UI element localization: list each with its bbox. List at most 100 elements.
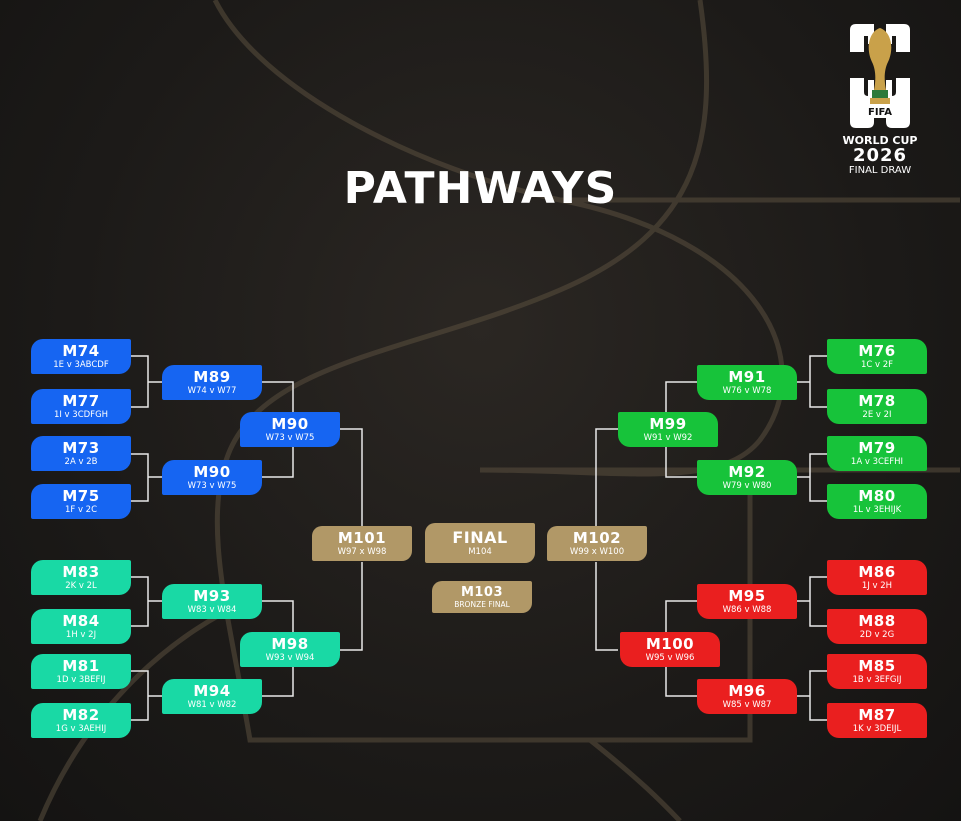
match-code: M96 [728,681,766,700]
fifa-world-cup-logo: FIFA WORLD CUP 2026 FINAL DRAW [840,22,920,176]
match-teams: 1G v 3AEHIJ [55,723,107,734]
match-teams: 1C v 2F [860,359,894,370]
match-teams: 2D v 2G [859,629,895,640]
match-box-m84[interactable]: M84 1H v 2J [31,609,131,644]
match-box-m77[interactable]: M77 1I v 3CDFGH [31,389,131,424]
match-teams: 1A v 3CEFHI [850,456,904,467]
match-code: M83 [62,562,100,581]
match-code: M98 [271,634,309,653]
match-box-m94[interactable]: M94 W81 v W82 [162,679,262,714]
match-box-m93[interactable]: M93 W83 v W84 [162,584,262,619]
match-code: M89 [193,367,231,386]
match-code: M76 [858,341,896,360]
match-code: M78 [858,391,896,410]
match-box-m102[interactable]: M102 W99 x W100 [547,526,647,561]
match-box-m79[interactable]: M79 1A v 3CEFHI [827,436,927,471]
match-box-m101[interactable]: M101 W97 x W98 [312,526,412,561]
match-code: M74 [62,341,100,360]
match-code: M103 [460,584,504,600]
match-teams: W73 v W75 [265,432,315,443]
match-teams: 2A v 2B [64,456,98,467]
match-box-m95[interactable]: M95 W86 v W88 [697,584,797,619]
match-code: M100 [645,634,695,653]
match-code: M95 [728,586,766,605]
match-teams: 1I v 3CDFGH [53,409,109,420]
match-code: M93 [193,586,231,605]
match-box-m89[interactable]: M89 W74 v W77 [162,365,262,400]
match-code: M84 [62,611,100,630]
match-teams: W91 v W92 [643,432,693,443]
match-teams: W73 v W75 [187,480,237,491]
match-box-m96[interactable]: M96 W85 v W87 [697,679,797,714]
match-box-m98[interactable]: M98 W93 v W94 [240,632,340,667]
match-box-m86[interactable]: M86 1J v 2H [827,560,927,595]
match-teams: 1K v 3DEIJL [852,723,902,734]
match-box-m80[interactable]: M80 1L v 3EHIJK [827,484,927,519]
match-teams: W95 v W96 [645,652,695,663]
match-teams: W99 x W100 [569,546,625,557]
match-teams: 2K v 2L [65,580,97,591]
match-code: FINAL [452,527,508,547]
match-box-m88[interactable]: M88 2D v 2G [827,609,927,644]
match-box-m90-lower[interactable]: M90 W73 v W75 [162,460,262,495]
logo-line2: 2026 [852,145,908,166]
match-box-m87[interactable]: M87 1K v 3DEIJL [827,703,927,738]
match-box-m92[interactable]: M92 W79 v W80 [697,460,797,495]
match-box-m75[interactable]: M75 1F v 2C [31,484,131,519]
match-teams: W86 v W88 [722,604,772,615]
match-teams: W93 v W94 [265,652,315,663]
match-teams: W79 v W80 [722,480,772,491]
match-code: M85 [858,656,896,675]
match-code: M73 [62,438,100,457]
match-teams: 1J v 2H [861,580,893,591]
match-code: M86 [858,562,896,581]
match-code: M99 [649,414,687,433]
match-box-m82[interactable]: M82 1G v 3AEHIJ [31,703,131,738]
match-box-m99[interactable]: M99 W91 v W92 [618,412,718,447]
trophy-icon: FIFA [850,24,910,128]
match-teams: W85 v W87 [722,699,772,710]
match-box-m74[interactable]: M74 1E v 3ABCDF [31,339,131,374]
match-code: M101 [337,528,387,547]
match-teams: W83 v W84 [187,604,237,615]
match-teams: W81 v W82 [187,699,237,710]
match-code: M80 [858,486,896,505]
match-code: M90 [271,414,309,433]
match-teams: BRONZE FINAL [454,599,510,609]
match-code: M91 [728,367,766,386]
match-code: M88 [858,611,896,630]
match-teams: W74 v W77 [187,385,237,396]
match-teams: W97 x W98 [337,546,387,557]
match-box-m78[interactable]: M78 2E v 2I [827,389,927,424]
match-code: M102 [572,528,622,547]
match-box-m100[interactable]: M100 W95 v W96 [620,632,720,667]
match-code: M92 [728,462,766,481]
match-code: M75 [62,486,100,505]
match-box-m91[interactable]: M91 W76 v W78 [697,365,797,400]
logo-line3: FINAL DRAW [848,165,912,176]
match-box-m73[interactable]: M73 2A v 2B [31,436,131,471]
match-teams: 1E v 3ABCDF [53,359,109,370]
match-code: M94 [193,681,231,700]
match-box-m103[interactable]: M103 BRONZE FINAL [432,581,532,613]
match-code: M82 [62,705,100,724]
match-box-m76[interactable]: M76 1C v 2F [827,339,927,374]
match-teams: 1F v 2C [64,504,98,515]
match-code: M87 [858,705,896,724]
match-box-final[interactable]: FINAL M104 [425,523,535,563]
match-teams: 1B v 3EFGIJ [852,674,902,685]
match-box-m83[interactable]: M83 2K v 2L [31,560,131,595]
match-box-m90-qf[interactable]: M90 W73 v W75 [240,412,340,447]
page-title: PATHWAYS [343,163,618,214]
match-box-m81[interactable]: M81 1D v 3BEFIJ [31,654,131,689]
match-code: M90 [193,462,231,481]
match-code: M77 [62,391,100,410]
match-teams: M104 [468,546,492,557]
match-code: M79 [858,438,896,457]
match-box-m85[interactable]: M85 1B v 3EFGIJ [827,654,927,689]
match-teams: W76 v W78 [722,385,772,396]
match-teams: 2E v 2I [862,409,892,420]
match-teams: 1D v 3BEFIJ [56,674,106,685]
